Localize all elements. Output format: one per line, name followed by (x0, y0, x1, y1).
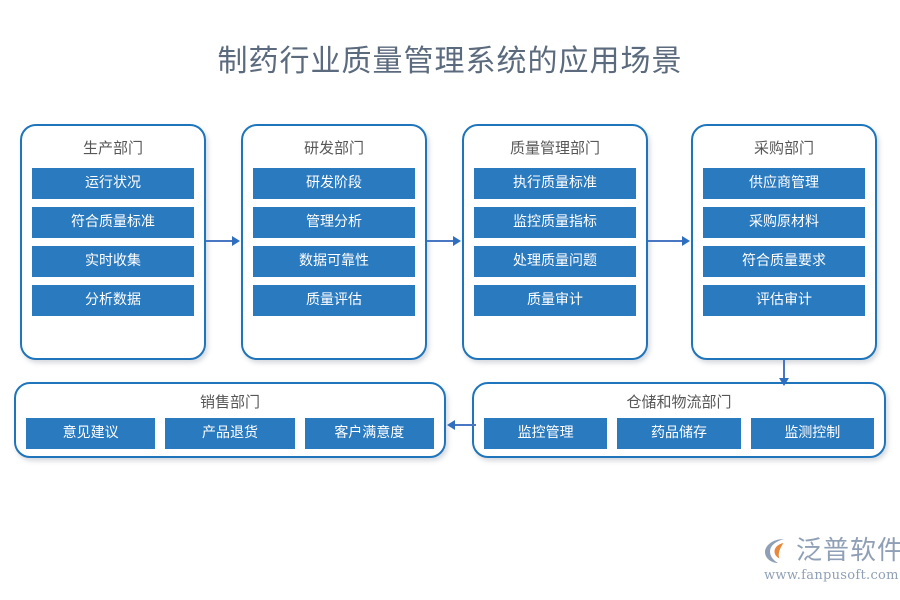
chip-list-production: 运行状况 符合质量标准 实时收集 分析数据 (32, 168, 194, 326)
chip-warehouse-2[interactable]: 监测控制 (750, 418, 874, 449)
chip-quality-1[interactable]: 监控质量指标 (474, 207, 636, 238)
chip-sales-0[interactable]: 意见建议 (26, 418, 156, 449)
chip-production-2[interactable]: 实时收集 (32, 246, 194, 277)
chip-rd-1[interactable]: 管理分析 (253, 207, 415, 238)
card-title-warehouse: 仓储和物流部门 (626, 393, 732, 411)
connector-rd-to-quality-arrow-icon (453, 236, 461, 246)
chip-purchase-1[interactable]: 采购原材料 (703, 207, 865, 238)
connector-rd-to-quality-line (427, 240, 454, 242)
fanpu-mark-icon (762, 536, 792, 566)
connector-production-to-rd-arrow-icon (232, 236, 240, 246)
chip-rd-2[interactable]: 数据可靠性 (253, 246, 415, 277)
brand-logo: 泛普软件 www.fanpusoft.com (762, 536, 900, 588)
card-title-rd: 研发部门 (303, 139, 364, 157)
card-sales-department[interactable]: 销售部门 意见建议 产品退货 客户满意度 (14, 382, 446, 458)
chip-sales-2[interactable]: 客户满意度 (304, 418, 434, 449)
chip-purchase-3[interactable]: 评估审计 (703, 285, 865, 316)
card-warehouse-logistics-department[interactable]: 仓储和物流部门 监控管理 药品储存 监测控制 (472, 382, 886, 458)
connector-quality-to-purchase-line (648, 240, 683, 242)
connector-production-to-rd-line (206, 240, 233, 242)
brand-logo-row: 泛普软件 (762, 536, 900, 566)
chip-list-warehouse: 监控管理 药品储存 监测控制 (484, 418, 874, 449)
card-title-sales: 销售部门 (199, 393, 260, 411)
chip-production-1[interactable]: 符合质量标准 (32, 207, 194, 238)
chip-quality-2[interactable]: 处理质量问题 (474, 246, 636, 277)
chip-list-purchase: 供应商管理 采购原材料 符合质量要求 评估审计 (703, 168, 865, 326)
chip-quality-3[interactable]: 质量审计 (474, 285, 636, 316)
connector-quality-to-purchase-arrow-icon (682, 236, 690, 246)
chip-purchase-0[interactable]: 供应商管理 (703, 168, 865, 199)
card-rd-department[interactable]: 研发部门 研发阶段 管理分析 数据可靠性 质量评估 (241, 124, 427, 360)
chip-quality-0[interactable]: 执行质量标准 (474, 168, 636, 199)
chip-rd-0[interactable]: 研发阶段 (253, 168, 415, 199)
card-title-quality: 质量管理部门 (509, 139, 600, 157)
chip-list-rd: 研发阶段 管理分析 数据可靠性 质量评估 (253, 168, 415, 326)
chip-list-quality: 执行质量标准 监控质量指标 处理质量问题 质量审计 (474, 168, 636, 326)
connector-warehouse-to-sales-arrow-icon (447, 420, 455, 430)
card-quality-department[interactable]: 质量管理部门 执行质量标准 监控质量指标 处理质量问题 质量审计 (462, 124, 648, 360)
chip-production-0[interactable]: 运行状况 (32, 168, 194, 199)
card-title-production: 生产部门 (82, 139, 143, 157)
chip-rd-3[interactable]: 质量评估 (253, 285, 415, 316)
page-title: 制药行业质量管理系统的应用场景 (217, 44, 683, 79)
connector-purchase-to-warehouse-arrow-icon (779, 378, 789, 386)
connector-warehouse-to-sales-line (454, 424, 476, 426)
chip-sales-1[interactable]: 产品退货 (165, 418, 295, 449)
brand-name: 泛普软件 (796, 536, 900, 566)
brand-url: www.fanpusoft.com (764, 568, 899, 583)
card-production-department[interactable]: 生产部门 运行状况 符合质量标准 实时收集 分析数据 (20, 124, 206, 360)
chip-list-sales: 意见建议 产品退货 客户满意度 (26, 418, 434, 449)
chip-production-3[interactable]: 分析数据 (32, 285, 194, 316)
connector-purchase-to-warehouse-line (783, 360, 785, 380)
card-title-purchase: 采购部门 (753, 139, 814, 157)
chip-warehouse-0[interactable]: 监控管理 (484, 418, 608, 449)
chip-purchase-2[interactable]: 符合质量要求 (703, 246, 865, 277)
chip-warehouse-1[interactable]: 药品储存 (617, 418, 741, 449)
card-purchase-department[interactable]: 采购部门 供应商管理 采购原材料 符合质量要求 评估审计 (691, 124, 877, 360)
